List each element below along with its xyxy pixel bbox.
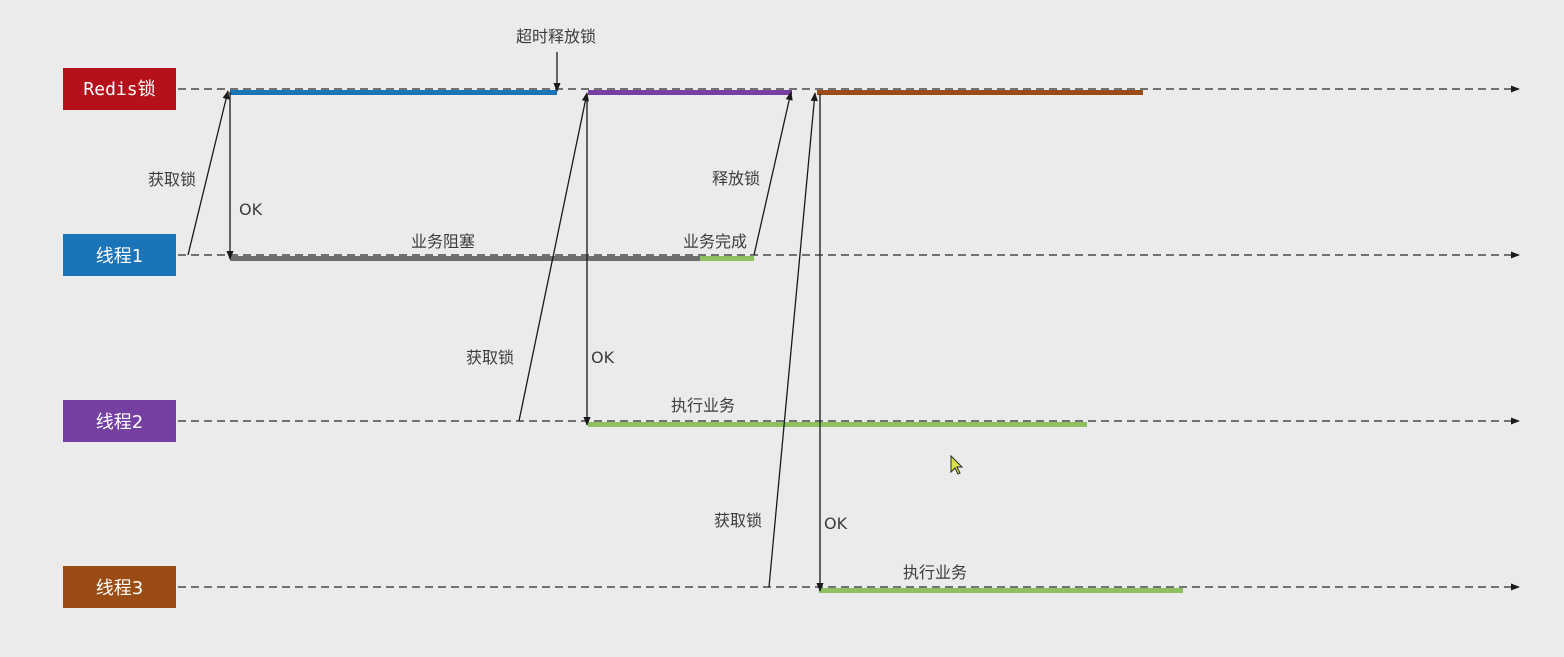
lane-label-box — [63, 566, 176, 608]
thread3-ok-label: OK — [824, 514, 848, 533]
redis-hold-thread1-bar — [230, 90, 557, 95]
thread1-done-label: 业务完成 — [683, 232, 747, 251]
mouse-cursor-icon — [950, 454, 964, 475]
thread1-blocked-label: 业务阻塞 — [411, 232, 475, 251]
thread2-acquire-label: 获取锁 — [466, 348, 514, 367]
thread3-acquire-arrow — [768, 92, 818, 588]
thread1-release-label: 释放锁 — [712, 169, 760, 188]
thread1-release-arrow — [753, 91, 793, 256]
thread2-ok-label: OK — [591, 348, 615, 367]
lane-redis: Redis锁 — [63, 68, 176, 110]
redis-hold-thread2-bar — [588, 90, 792, 95]
lane-thread2: 线程2 — [63, 400, 176, 442]
lane-label-thread3: 线程3 — [96, 578, 143, 599]
thread3-acquire-label: 获取锁 — [714, 511, 762, 530]
thread1-blocked-bar — [230, 256, 700, 261]
thread1-acquire-label: 获取锁 — [148, 170, 196, 189]
lane-label-thread1: 线程1 — [96, 246, 143, 267]
redis-hold-thread3-bar — [817, 90, 1143, 95]
thread1-acquire-arrow — [187, 90, 230, 256]
thread2-exec-label: 执行业务 — [671, 396, 735, 415]
thread2-acquire-arrow — [518, 92, 589, 422]
lane-label-box — [63, 68, 176, 110]
lane-thread3: 线程3 — [63, 566, 176, 608]
lane-label-thread2: 线程2 — [96, 412, 143, 433]
lane-label-box — [63, 234, 176, 276]
timeout-release-label: 超时释放锁 — [516, 27, 596, 46]
lane-thread1: 线程1 — [63, 234, 176, 276]
thread3-exec-bar — [819, 588, 1183, 593]
thread2-exec-bar — [588, 422, 1087, 427]
lane-label-redis: Redis锁 — [83, 79, 155, 100]
lane-label-box — [63, 400, 176, 442]
thread1-ok-label: OK — [239, 200, 263, 219]
thread1-done-bar — [700, 256, 754, 261]
thread3-exec-label: 执行业务 — [903, 563, 967, 582]
